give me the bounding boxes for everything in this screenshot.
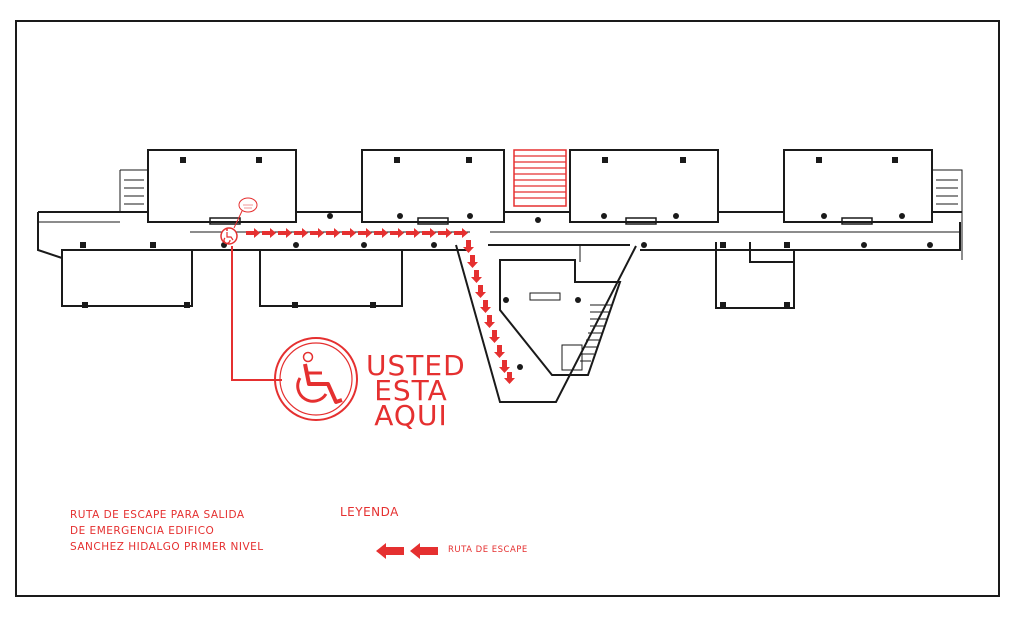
escape-route-horizontal: [246, 228, 468, 238]
corridor-south-wall: [37, 212, 961, 259]
legend-arrow-icons: [376, 543, 438, 559]
west-stair: [119, 169, 148, 212]
escape-route-diagonal: [463, 240, 515, 384]
room-block-2: [361, 149, 505, 223]
legend-title: LEYENDA: [340, 505, 399, 519]
red-arrow-icon: [376, 543, 404, 559]
internal-staircase: [529, 292, 612, 371]
you-are-here-line2: ESTA: [374, 374, 448, 407]
legend-route-label: RUTA DE ESCAPE: [448, 545, 528, 555]
room-lower-center: [259, 250, 403, 307]
central-hall-inner: [499, 259, 622, 376]
room-lower-right: [715, 242, 795, 309]
wheelchair-icon-large: [274, 337, 358, 421]
red-arrow-icon: [410, 543, 438, 559]
caption-line3: SANCHEZ HIDALGO PRIMER NIVEL: [70, 541, 264, 553]
main-staircase: [513, 149, 567, 207]
columns: [80, 157, 933, 370]
corridor-inner-line: [38, 221, 960, 233]
room-lower-left: [61, 249, 193, 307]
room-block-1: [147, 149, 297, 223]
room-block-3: [569, 149, 719, 223]
marker-leader-line: [231, 246, 282, 381]
you-are-here-line1: USTED: [366, 349, 466, 382]
escape-route: [246, 228, 515, 384]
room-block-4: [783, 149, 933, 223]
window-benches: [209, 217, 873, 225]
location-marker: [220, 197, 258, 245]
caption-line2: DE EMERGENCIA EDIFICO: [70, 525, 215, 537]
caption-line1: RUTA DE ESCAPE PARA SALIDA: [70, 509, 245, 521]
building-walls: [37, 149, 963, 403]
you-are-here-line3: AQUI: [374, 399, 448, 432]
central-hall-outline: [455, 244, 637, 403]
drawing-frame: [15, 20, 1000, 597]
east-stair: [932, 169, 963, 260]
central-hall-partition: [560, 244, 581, 262]
